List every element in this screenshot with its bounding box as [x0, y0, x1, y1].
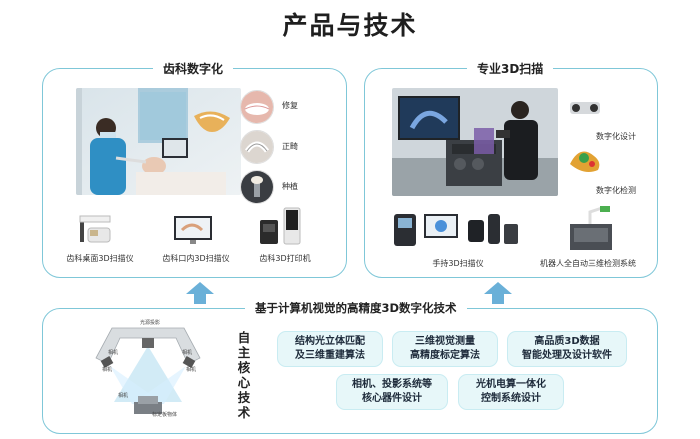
- up-arrow-left-icon: [186, 282, 214, 304]
- diagram-label-camera-1: 相机: [108, 350, 119, 356]
- diagram-label-camera-4: 相机: [186, 367, 197, 373]
- tech-box-structured-light: 结构光立体匹配 及三维重建算法: [277, 331, 383, 367]
- orthodontics-photo: [240, 130, 274, 164]
- implant-photo: [240, 170, 274, 204]
- circle-label-implant: 种植: [282, 182, 298, 191]
- colormap-part-image: [566, 142, 606, 176]
- product-handheld-scanner: 手持3D扫描仪: [432, 259, 484, 268]
- tech-box-structured-light-text: 结构光立体匹配 及三维重建算法: [295, 336, 365, 361]
- product-3d-printer: 齿科3D打印机: [259, 254, 311, 263]
- handheld-scanner-image: [392, 210, 522, 250]
- tech-box-control-system: 光机电算一体化 控制系统设计: [458, 374, 564, 410]
- diagram-label-camera-2: 相机: [182, 350, 193, 356]
- dental-clinic-photo: [76, 88, 241, 195]
- printer-image: [256, 206, 306, 248]
- camera-module-image: [566, 94, 606, 122]
- tech-box-control-system-text: 光机电算一体化 控制系统设计: [476, 379, 546, 404]
- robot-inspection-image: [566, 204, 616, 252]
- diagram-label-camera-3: 相机: [102, 367, 113, 373]
- tech-box-calibration: 三维视觉测量 高精度标定算法: [392, 331, 498, 367]
- circle-label-orthodontics: 正畸: [282, 142, 298, 151]
- label-digital-inspection: 数字化检测: [596, 186, 636, 195]
- diagram-label-camera-5: 相机: [118, 393, 129, 399]
- scanning-workshop-photo: [392, 88, 558, 196]
- diagram-label-calibration-board: 标定板物体: [152, 412, 178, 418]
- structured-light-diagram: [92, 318, 204, 422]
- product-robot-inspection: 机器人全自动三维检测系统: [540, 259, 636, 268]
- desktop-scanner-image: [74, 212, 118, 246]
- page-title: 产品与技术: [282, 11, 418, 40]
- product-desktop-scanner: 齿科桌面3D扫描仪: [66, 254, 134, 263]
- tech-box-core-components-text: 相机、投影系统等 核心器件设计: [352, 379, 432, 404]
- intraoral-scanner-image: [172, 214, 216, 246]
- circle-label-restoration: 修复: [282, 101, 298, 110]
- up-arrow-right-icon: [484, 282, 512, 304]
- tech-box-core-components: 相机、投影系统等 核心器件设计: [336, 374, 448, 410]
- core-tech-banner: 基于计算机视觉的高精度3D数字化技术: [245, 300, 467, 316]
- tech-box-calibration-text: 三维视觉测量 高精度标定算法: [410, 336, 480, 361]
- dental-panel-title: 齿科数字化: [153, 60, 234, 77]
- scan-panel-title: 专业3D扫描: [467, 60, 554, 77]
- diagram-label-projector: 光源投影: [140, 320, 161, 326]
- restoration-teeth-photo: [240, 90, 274, 124]
- tech-box-data-processing: 高品质3D数据 智能处理及设计软件: [507, 331, 627, 367]
- core-tech-vertical-label: 自主核心技术: [237, 330, 251, 420]
- product-intraoral-scanner: 齿科口内3D扫描仪: [162, 254, 230, 263]
- tech-box-data-processing-text: 高品质3D数据 智能处理及设计软件: [522, 336, 612, 361]
- label-digital-design: 数字化设计: [596, 132, 636, 141]
